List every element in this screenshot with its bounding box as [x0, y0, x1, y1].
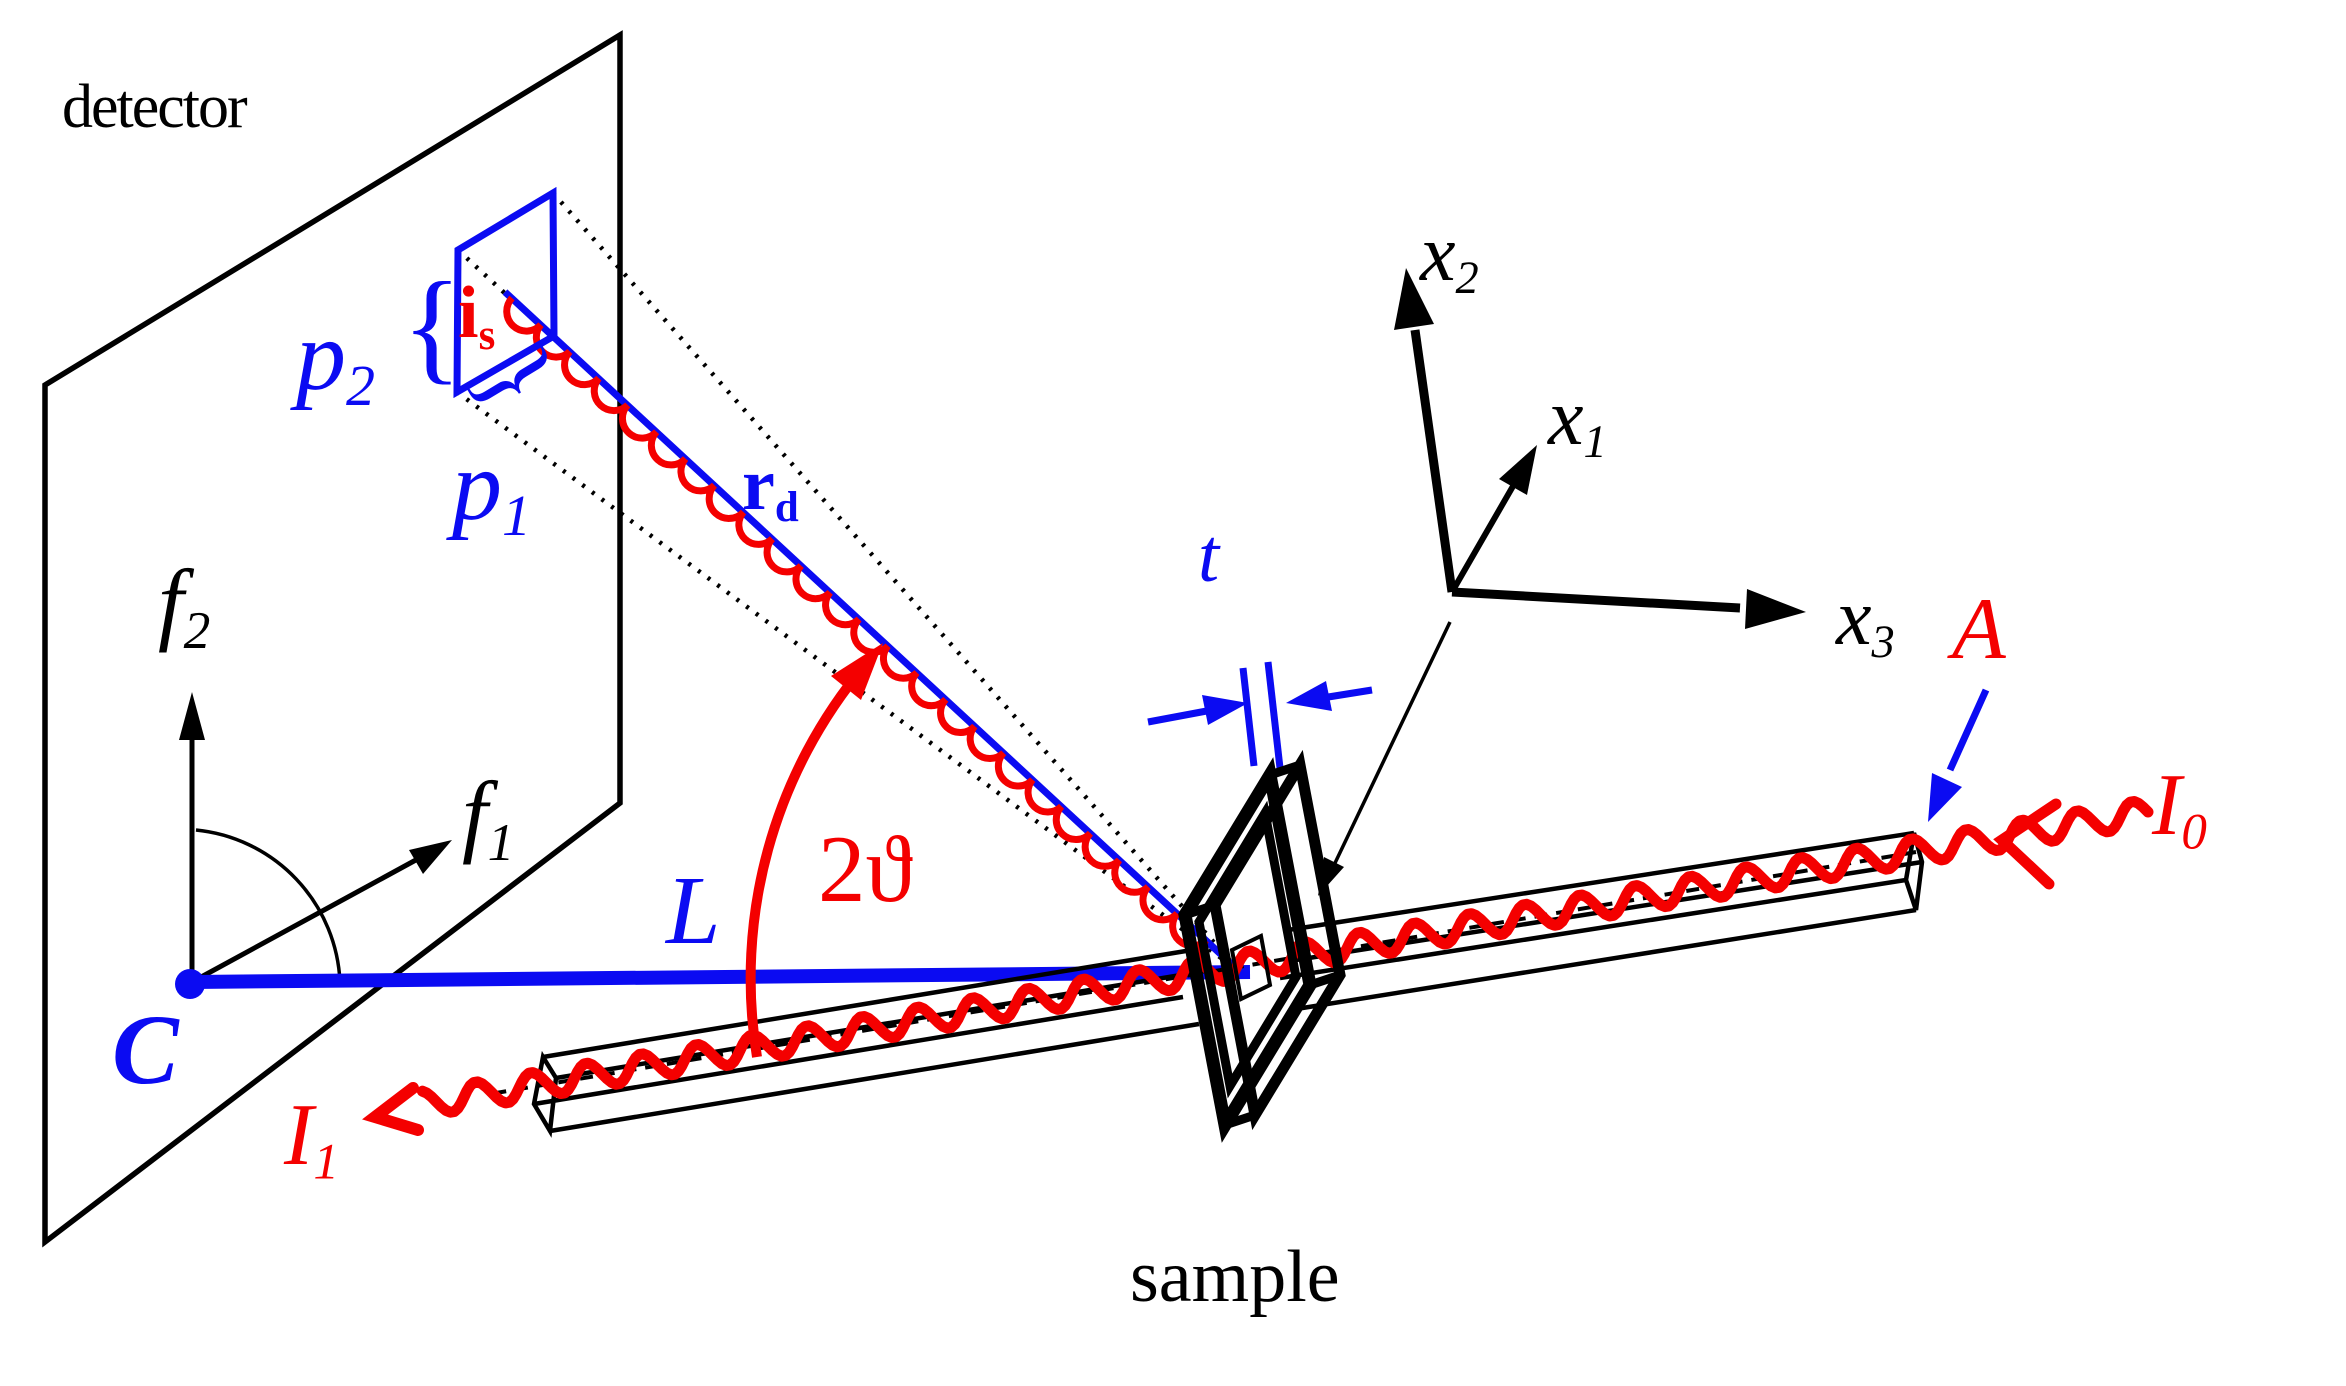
detector-axes-angle-arc	[195, 828, 342, 983]
label-p1: p1	[452, 430, 531, 549]
thickness-arrow-right-shaft	[1321, 686, 1373, 702]
thickness-arrow-left-shaft	[1147, 706, 1213, 726]
label-detector: detector	[62, 73, 248, 141]
I1-arrowhead-icon	[362, 1082, 424, 1136]
label-x3: x3	[1836, 574, 1895, 668]
thickness-arrow-right-head-icon	[1286, 681, 1332, 711]
label-t: t	[1198, 514, 1220, 598]
f2-arrowhead-icon	[179, 692, 205, 740]
x2-axis	[1410, 329, 1457, 593]
f1-arrowhead-icon	[409, 840, 452, 874]
x2-arrowhead-icon	[1394, 268, 1434, 330]
thickness-marker	[1147, 661, 1373, 769]
I0-arrowhead-icon	[1993, 798, 2062, 890]
two-theta-arc	[745, 661, 869, 1058]
label-I1: I1	[284, 1087, 339, 1191]
aperture-arrowhead-icon	[1928, 773, 1962, 822]
sample-front-inner-frame	[1194, 800, 1301, 1099]
photon-wave	[416, 796, 2154, 1118]
detector-pixel	[453, 186, 558, 399]
thickness-plane-line-right	[1264, 661, 1284, 769]
label-f2: f2	[158, 551, 211, 660]
label-C: C	[112, 994, 179, 1105]
two-theta-arrowhead-icon	[831, 643, 883, 700]
x3-axis	[1451, 587, 1741, 613]
aperture-pointer	[1946, 688, 1990, 772]
thickness-arrow-left-head-icon	[1202, 695, 1248, 725]
label-I0: I0	[2152, 757, 2207, 861]
p2-brace: {	[402, 258, 462, 396]
sample-coordinate-axes	[1410, 329, 1741, 613]
label-r-d: rd	[742, 444, 799, 532]
center-point-C	[175, 969, 205, 999]
thickness-plane-line-left	[1239, 667, 1258, 767]
f1-axis	[190, 852, 427, 985]
L-distance-line	[191, 965, 1251, 989]
x1-axis	[1449, 472, 1523, 594]
label-two-theta: 2ϑ	[818, 816, 913, 922]
sample-slab	[1178, 749, 1346, 1143]
axes-to-sample-pointer	[1323, 621, 1452, 885]
x1-arrowhead-icon	[1499, 445, 1537, 495]
sample-front-face	[1178, 757, 1317, 1143]
gauge-volume	[1229, 933, 1273, 1002]
label-f1: f1	[462, 763, 515, 872]
scattering-cone-dotted-lines	[455, 191, 1242, 974]
label-L: L	[666, 857, 721, 965]
label-sample: sample	[1130, 1236, 1340, 1318]
label-i-s: is	[458, 272, 496, 360]
detector-plane	[42, 30, 623, 1248]
x3-arrowhead-icon	[1745, 589, 1806, 629]
incident-beam-box	[1279, 830, 1925, 1013]
label-A: A	[1952, 581, 2006, 678]
label-x1: x1	[1548, 374, 1607, 468]
label-p2: p2	[296, 300, 375, 419]
scattered-wave	[503, 295, 1238, 977]
label-x2: x2	[1420, 210, 1479, 304]
